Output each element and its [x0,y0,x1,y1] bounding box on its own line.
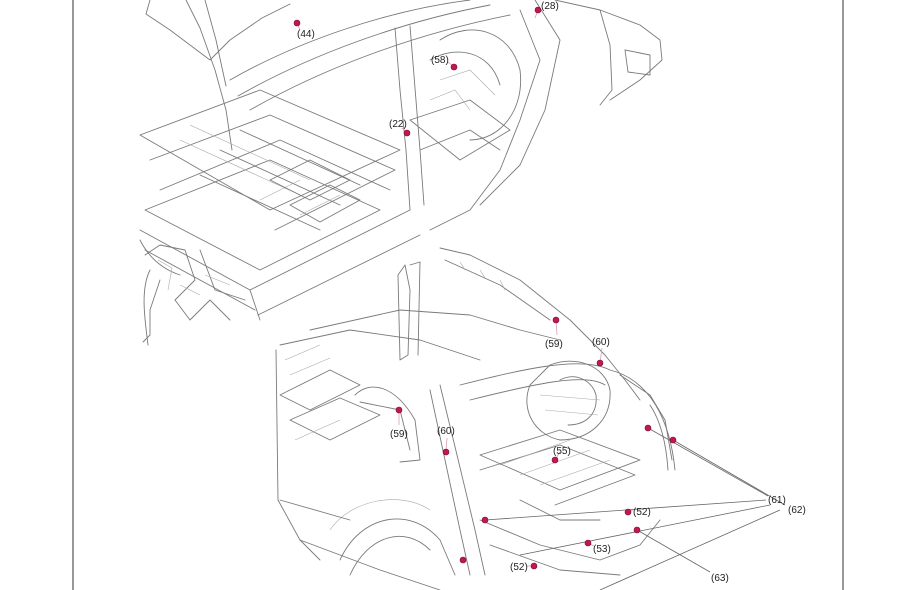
weld-point-28 [534,6,542,14]
callout-53: (53) [593,544,611,555]
callout-59-upper: (59) [545,339,563,350]
weld-point-52-left [530,562,538,570]
callout-58: (58) [431,55,449,66]
weld-point-59-lower [395,406,403,414]
upper-body-illustration [139,0,663,346]
weld-point-60-lower [442,448,450,456]
callout-59-lower: (59) [390,429,408,440]
callout-55: (55) [553,446,571,457]
callout-22: (22) [389,119,407,130]
weld-point-59-upper [552,316,560,324]
weld-point-63 [633,526,641,534]
weld-point-61 [644,424,652,432]
callout-44: (44) [297,29,315,40]
weld-point-55 [551,456,559,464]
weld-point-62 [669,436,677,444]
weld-point-53 [584,539,592,547]
weld-point-side-b [459,556,467,564]
callout-60-lower: (60) [437,426,455,437]
weld-point-58 [450,63,458,71]
weld-point-52-right [624,508,632,516]
weld-point-44 [293,19,301,27]
callout-52-left: (52) [510,562,528,573]
callout-63: (63) [711,573,729,584]
callout-52-right: (52) [633,507,651,518]
weld-points [293,6,677,570]
callout-60-upper: (60) [592,337,610,348]
weld-point-22 [403,129,411,137]
callout-61: (61) [768,495,786,506]
leader-lines [296,9,786,590]
weld-point-side-a [481,516,489,524]
callout-28: (28) [541,1,559,12]
weld-point-60-upper [596,359,604,367]
lower-body-illustration [275,247,676,590]
callout-labels: (44) (28) (58) (22) (59) (60) (59) (60) … [297,1,806,584]
callout-62: (62) [788,505,806,516]
